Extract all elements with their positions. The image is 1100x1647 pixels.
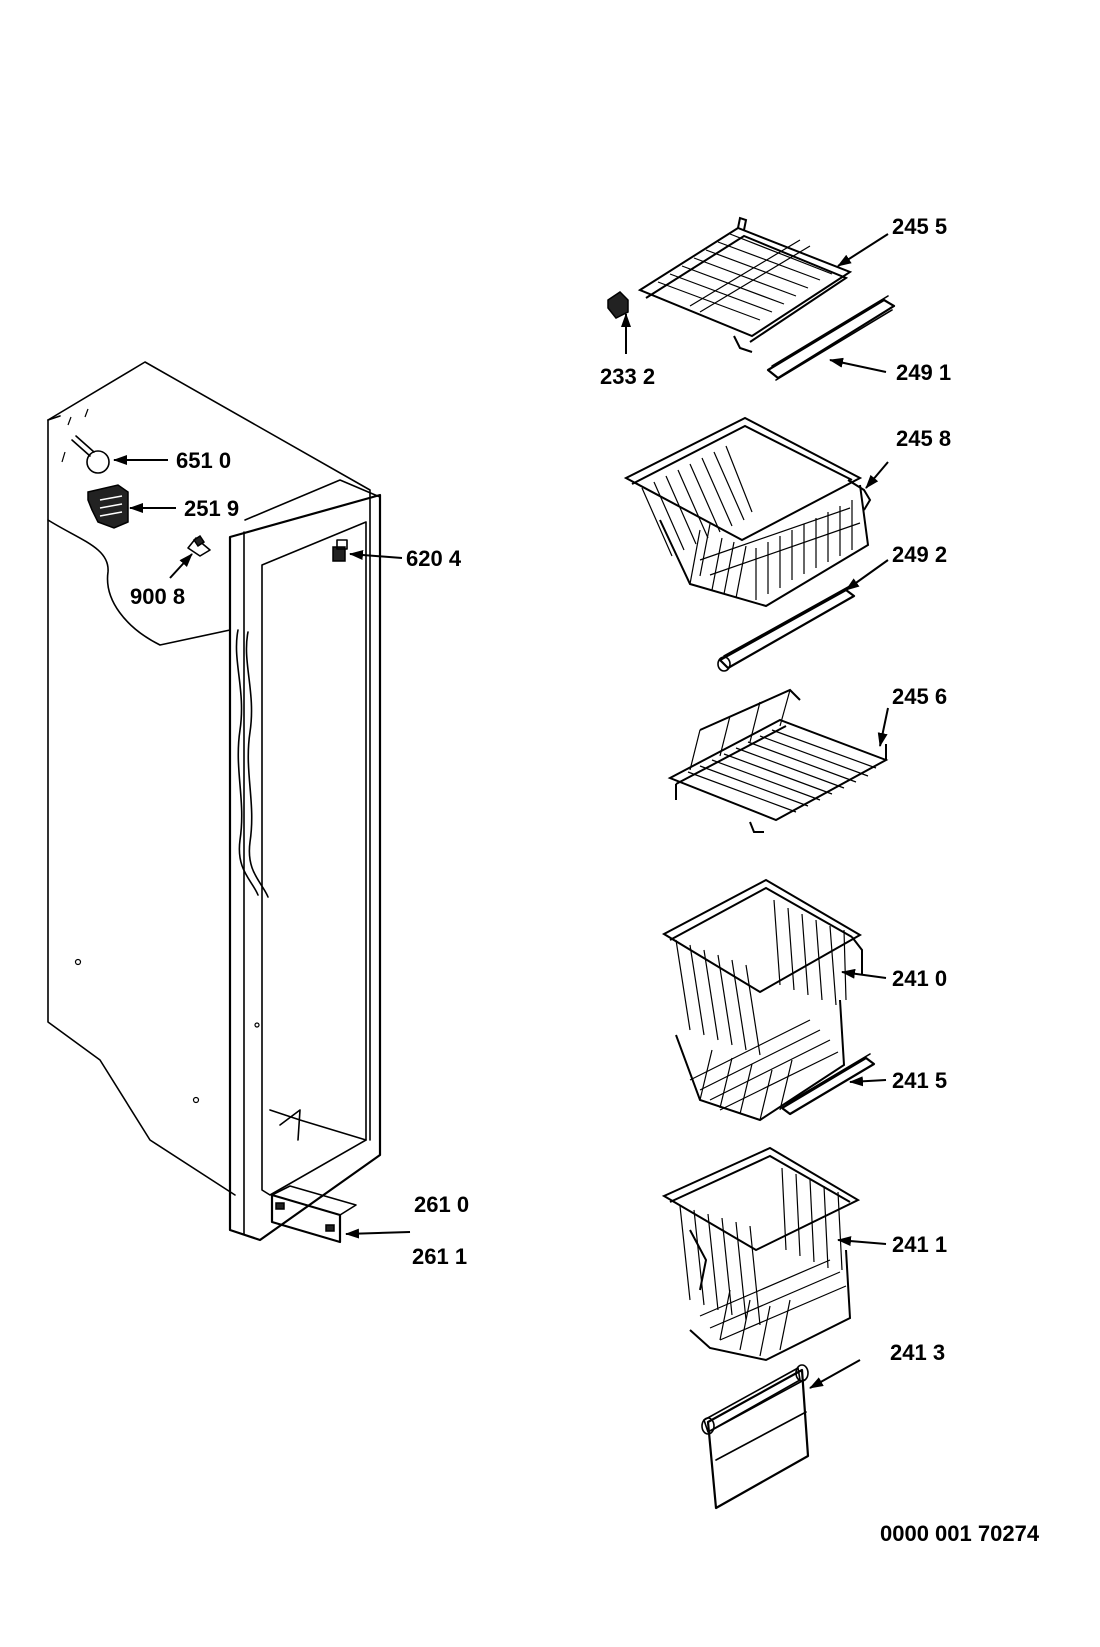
leader-lines	[113, 233, 889, 1389]
label-241-5: 241 5	[892, 1068, 947, 1093]
label-249-1: 249 1	[896, 360, 951, 385]
label-651-0: 651 0	[176, 448, 231, 473]
label-241-0: 241 0	[892, 966, 947, 991]
lamp-cover	[87, 484, 129, 529]
lamp-bulb	[71, 435, 110, 474]
drawing-number: 0000 001 70274	[880, 1521, 1040, 1546]
label-620-4: 620 4	[406, 546, 462, 571]
trim-strip-249-2	[717, 585, 856, 672]
wire-shelf-245-5	[637, 216, 853, 353]
shelf-support-233-2	[607, 291, 629, 319]
label-900-8: 900 8	[130, 584, 185, 609]
label-241-1: 241 1	[892, 1232, 947, 1257]
trim-strip-249-1	[766, 295, 896, 381]
clip-900-8	[187, 534, 211, 557]
switch-620-4	[332, 539, 348, 562]
basket-front-241-3	[701, 1364, 810, 1510]
label-241-3: 241 3	[890, 1340, 945, 1365]
label-245-6: 245 6	[892, 684, 947, 709]
label-245-8: 245 8	[896, 426, 951, 451]
label-249-2: 249 2	[892, 542, 947, 567]
wire-basket-241-1	[661, 1146, 861, 1362]
part-labels: 245 5 233 2 249 1 651 0 251 9 620 4 900 …	[130, 214, 1040, 1546]
label-233-2: 233 2	[600, 364, 655, 389]
freezer-cabinet	[47, 361, 382, 1244]
wire-basket-241-0	[661, 878, 863, 1122]
trim-strip-241-5	[780, 1053, 876, 1116]
label-251-9: 251 9	[184, 496, 239, 521]
label-245-5: 245 5	[892, 214, 947, 239]
wire-basket-245-8	[623, 416, 872, 608]
wire-shelf-245-6	[667, 688, 889, 833]
label-261-1: 261 1	[412, 1244, 467, 1269]
label-261-0: 261 0	[414, 1192, 469, 1217]
